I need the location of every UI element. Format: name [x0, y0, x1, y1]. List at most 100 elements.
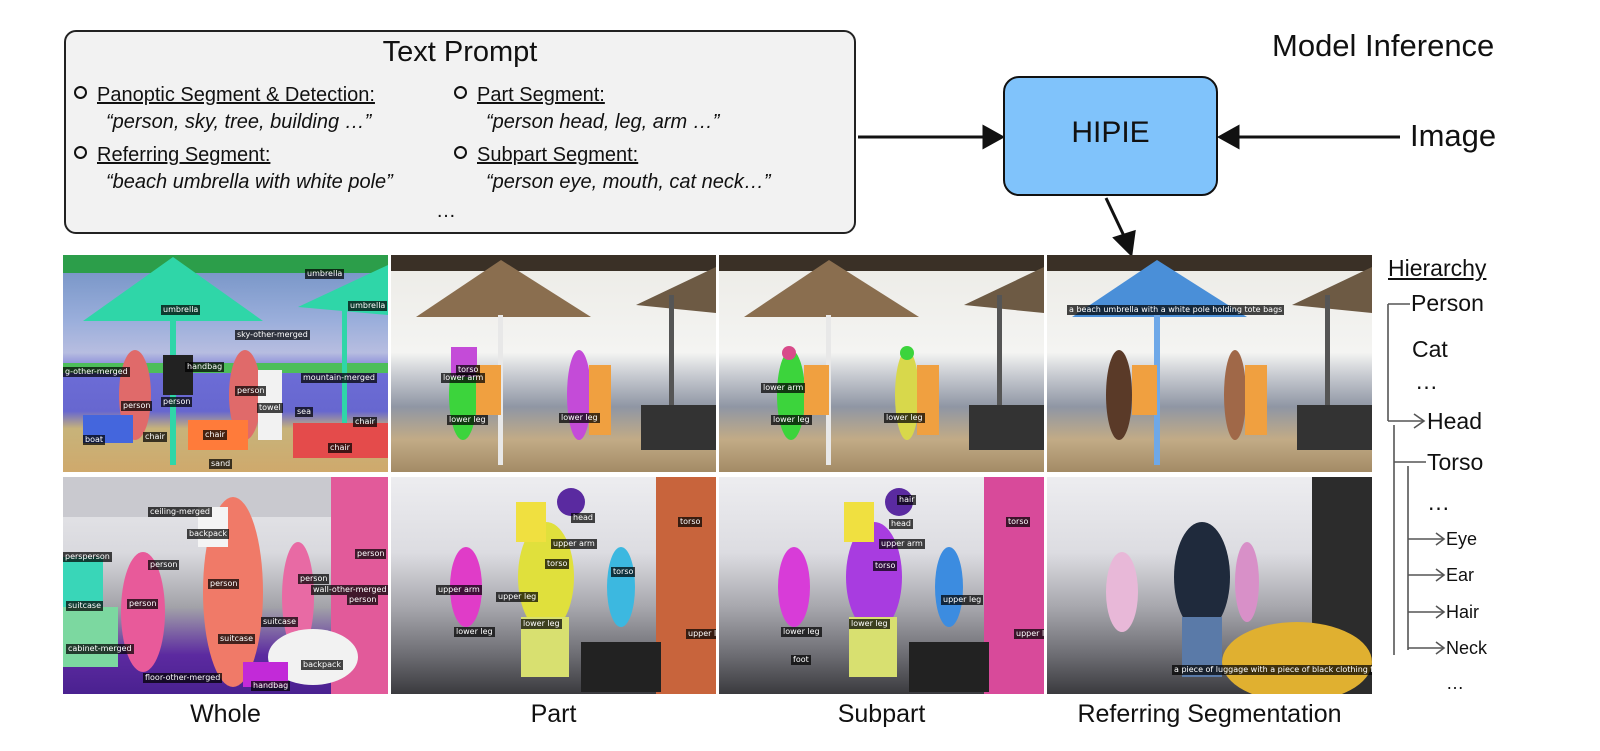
arrowhead-icon	[982, 124, 1006, 150]
task-panoptic: Panoptic Segment & Detection:	[74, 84, 375, 107]
mask-label: chair	[328, 443, 352, 453]
arrowhead-icon	[1216, 124, 1240, 150]
luggage-highlight	[1222, 622, 1372, 694]
mask-label: lower leg	[454, 627, 495, 637]
text-prompt-title: Text Prompt	[382, 36, 538, 68]
hierarchy-tree-lines	[1387, 303, 1446, 655]
mask-label: person	[208, 579, 240, 589]
hierarchy-ellipsis: …	[1446, 673, 1464, 693]
hipie-to-output-arrow	[1104, 197, 1126, 237]
mask-label: torso	[678, 517, 703, 527]
mask-label: lower leg	[884, 413, 925, 423]
task-referring: Referring Segment:	[74, 144, 270, 167]
task-example: “person head, leg, arm …”	[486, 111, 720, 133]
mask-label: handbag	[185, 362, 225, 372]
mask-label: backpack	[187, 529, 230, 539]
mask-label: lower leg	[849, 619, 890, 629]
mask-label: person	[127, 599, 159, 609]
mask-label: person	[235, 386, 267, 396]
text-prompt-box: Text Prompt Panoptic Segment & Detection…	[64, 30, 856, 234]
task-example: “beach umbrella with white pole”	[106, 171, 393, 193]
mask-label: person	[355, 549, 387, 559]
task-label: Subpart Segment:	[477, 144, 639, 166]
caption-referring-segmentation: Referring Segmentation	[1077, 700, 1342, 728]
task-example: “person eye, mouth, cat neck…”	[486, 171, 771, 193]
mask-label: chair	[203, 430, 227, 440]
mask-label: hair	[897, 495, 917, 505]
mask-label: torso	[611, 567, 636, 577]
umbrella-highlight	[1072, 260, 1247, 317]
caption-part: Part	[530, 700, 577, 728]
mask-label: handbag	[251, 681, 291, 691]
bullet-icon	[74, 86, 87, 99]
mask-label: g-other-merged	[63, 367, 130, 377]
mask-label: lower leg	[781, 627, 822, 637]
mask-label: person	[347, 595, 379, 605]
part-beach-scene	[391, 255, 716, 465]
mask-label: head	[571, 513, 595, 523]
umbrella-shape	[416, 260, 591, 317]
hierarchy-item-torso: Torso	[1427, 449, 1484, 475]
task-label: Referring Segment:	[97, 144, 271, 166]
mask-label: boat	[83, 435, 106, 445]
task-label: Part Segment:	[477, 84, 605, 106]
mask-label: backpack	[301, 660, 344, 670]
mask-label: foot	[791, 655, 811, 665]
mask-label: torso	[1006, 517, 1031, 527]
mask-label: torso	[456, 365, 481, 375]
hierarchy-ellipsis: …	[1427, 489, 1450, 515]
bullet-icon	[454, 86, 467, 99]
task-part: Part Segment:	[454, 84, 605, 107]
bullet-icon	[454, 146, 467, 159]
backpack-mask	[268, 629, 358, 685]
mask-label: mountain-merged	[301, 373, 377, 383]
mask-label: upper arm	[879, 539, 925, 549]
part-airport-scene	[450, 477, 716, 694]
mask-label: lower arm	[761, 383, 806, 393]
caption-whole: Whole	[190, 700, 261, 728]
mask-label: upper arm	[436, 585, 482, 595]
hierarchy-item-neck: Neck	[1446, 638, 1488, 658]
mask-label: sky-other-merged	[235, 330, 310, 340]
referring-airport-scene	[1106, 477, 1372, 694]
handbag-mask	[163, 355, 193, 395]
tree-mask	[63, 255, 388, 273]
hierarchy-title: Hierarchy	[1388, 255, 1487, 281]
model-inference-title: Model Inference	[1272, 28, 1495, 63]
whole-beach-panel: umbrella umbrella umbrella sky-other-mer…	[63, 255, 388, 472]
umbrella-mask	[83, 257, 263, 321]
mask-label: person	[161, 397, 193, 407]
mask-label: torso	[873, 561, 898, 571]
mask-label: suitcase	[261, 617, 298, 627]
part-airport-panel: head torso upper arm torso upper arm upp…	[391, 477, 716, 694]
mask-label: suitcase	[66, 601, 103, 611]
mask-label: persperson	[63, 552, 112, 562]
mask-label: umbrella	[305, 269, 345, 279]
referring-beach-scene	[1047, 255, 1372, 465]
task-subpart: Subpart Segment:	[454, 144, 638, 167]
cabinet-mask	[63, 607, 118, 667]
hierarchy-item-ear: Ear	[1446, 565, 1475, 585]
referring-airport-panel: a piece of luggage with a piece of black…	[1047, 477, 1372, 694]
mask-label: lower leg	[521, 619, 562, 629]
mask-label: a beach umbrella with a white pole holdi…	[1067, 305, 1285, 315]
mask-label: umbrella	[161, 305, 201, 315]
mask-label: person	[298, 574, 330, 584]
mask-label: head	[889, 519, 913, 529]
caption-subpart: Subpart	[837, 700, 926, 728]
mask-label: lower arm	[441, 373, 486, 383]
mask-label: chair	[143, 432, 167, 442]
subpart-airport-panel: hair head torso upper arm torso upper le…	[719, 477, 1044, 694]
whole-airport-panel: ceiling-merged backpack persperson perso…	[63, 477, 388, 694]
mask-label: cabinet-merged	[66, 644, 134, 654]
bullet-icon	[74, 146, 87, 159]
arrowhead-icon	[1112, 229, 1136, 258]
mask-label: a piece of luggage with a piece of black…	[1172, 665, 1372, 675]
mask-label: ceiling-merged	[148, 507, 212, 517]
task-label: Panoptic Segment & Detection:	[97, 84, 375, 106]
subpart-beach-panel: lower arm lower leg lower leg	[719, 255, 1044, 472]
mask-label: floor-other-merged	[143, 673, 223, 683]
mask-label: upper leg	[496, 592, 539, 602]
person-mask	[121, 552, 165, 672]
